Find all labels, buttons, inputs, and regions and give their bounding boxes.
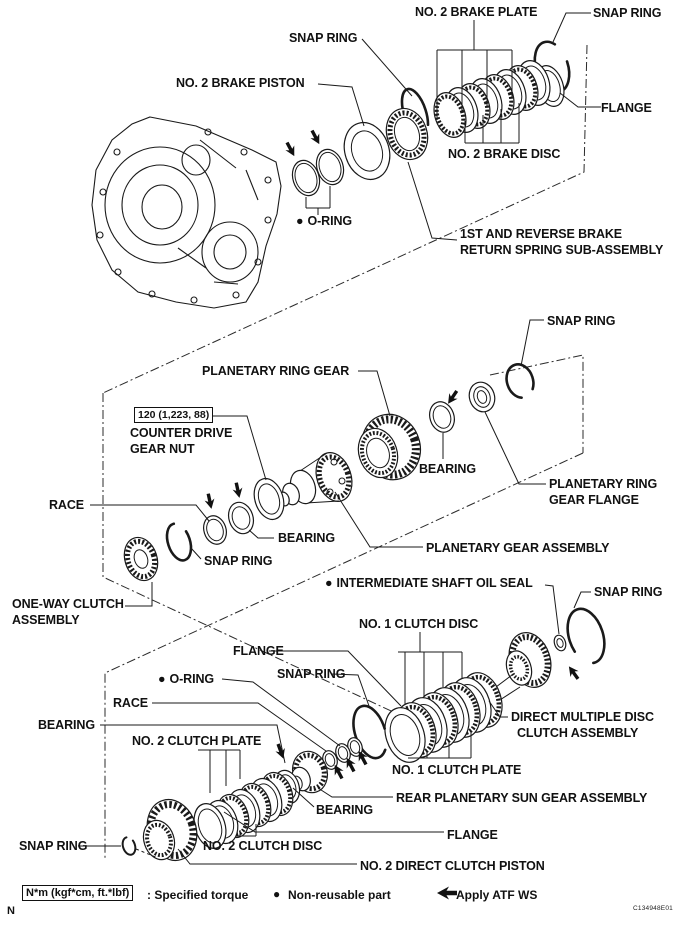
label-bearing-bottom-left: BEARING	[38, 718, 95, 732]
transaxle-case-drawing	[91, 116, 282, 309]
label-counter-drive-line1: COUNTER DRIVE	[130, 426, 233, 440]
label-1st-reverse-brake: 1ST AND REVERSE BRAKE RETURN SPRING SUB-…	[460, 226, 663, 258]
leader-lines	[78, 12, 601, 865]
label-o-ring-top-text: O-RING	[307, 214, 352, 228]
label-planetary-ring-gear: PLANETARY RING GEAR	[202, 364, 350, 378]
label-direct-multiple-disc-clutch: DIRECT MULTIPLE DISC CLUTCH ASSEMBLY	[511, 709, 654, 741]
label-one-way-line1: ONE-WAY CLUTCH	[12, 597, 124, 611]
label-counter-drive-gear-nut: COUNTER DRIVE GEAR NUT	[130, 425, 232, 457]
label-race-mid: RACE	[49, 498, 85, 512]
label-direct-multiple-line1: DIRECT MULTIPLE DISC	[511, 710, 654, 724]
label-prg-flange-line1: PLANETARY RING	[549, 477, 658, 491]
label-bearing-mid: BEARING	[278, 531, 335, 545]
figure-code: C134948E01	[633, 905, 673, 912]
label-o-ring-top: ●O-RING	[296, 213, 352, 229]
label-one-way-line2: ASSEMBLY	[12, 613, 80, 627]
label-snap-ring-bottom-mid: SNAP RING	[277, 667, 346, 681]
label-race-bottom: RACE	[113, 696, 149, 710]
label-bearing-mid-right: BEARING	[419, 462, 476, 476]
label-no2-brake-piston: NO. 2 BRAKE PISTON	[176, 76, 305, 90]
label-no2-clutch-plate: NO. 2 CLUTCH PLATE	[132, 734, 262, 748]
label-intermediate-oil-seal-text: INTERMEDIATE SHAFT OIL SEAL	[336, 576, 533, 590]
label-one-way-clutch-assembly: ONE-WAY CLUTCH ASSEMBLY	[12, 596, 124, 628]
label-no1-clutch-disc: NO. 1 CLUTCH DISC	[359, 617, 479, 631]
label-no2-clutch-disc: NO. 2 CLUTCH DISC	[203, 839, 323, 853]
non-reusable-bullet-icon: ●	[325, 576, 333, 590]
label-intermediate-shaft-oil-seal: ●INTERMEDIATE SHAFT OIL SEAL	[325, 575, 533, 591]
label-rear-planetary-sun-gear: REAR PLANETARY SUN GEAR ASSEMBLY	[396, 791, 648, 805]
planetary-gear-parts	[123, 363, 535, 582]
label-snap-ring-mid: SNAP RING	[204, 554, 273, 568]
legend-apply-atf-ws: Apply ATF WS	[456, 888, 538, 902]
clutch-parts	[121, 607, 606, 862]
label-flange-bottom: FLANGE	[447, 828, 498, 842]
non-reusable-bullet-icon: ●	[273, 887, 281, 901]
torque-spec-box: 120 (1,223, 88)	[134, 407, 214, 423]
legend-non-reusable-part: Non-reusable part	[288, 888, 391, 902]
apply-atf-arrow-icon	[437, 886, 457, 900]
non-reusable-bullet-icon: ●	[296, 214, 304, 228]
label-no1-clutch-plate: NO. 1 CLUTCH PLATE	[392, 763, 522, 777]
label-snap-ring-top-right: SNAP RING	[593, 6, 662, 20]
label-snap-ring-bottom-left: SNAP RING	[19, 839, 88, 853]
label-bearing-bottom-mid: BEARING	[316, 803, 373, 817]
label-planetary-gear-assembly: PLANETARY GEAR ASSEMBLY	[426, 541, 610, 555]
no2-brake-parts	[291, 40, 571, 197]
label-flange-lower-mid: FLANGE	[233, 644, 284, 658]
label-direct-multiple-line2: CLUTCH ASSEMBLY	[517, 726, 639, 740]
label-planetary-ring-gear-flange: PLANETARY RING GEAR FLANGE	[549, 476, 657, 508]
label-counter-drive-line2: GEAR NUT	[130, 442, 195, 456]
label-1st-reverse-line2: RETURN SPRING SUB-ASSEMBLY	[460, 243, 664, 257]
label-snap-ring-mid-right: SNAP RING	[547, 314, 616, 328]
apply-atf-arrows	[204, 129, 580, 900]
label-flange-top: FLANGE	[601, 101, 652, 115]
legend-torque-symbol-box: N*m (kgf*cm, ft.*lbf)	[22, 885, 134, 901]
label-snap-ring-lower-right: SNAP RING	[594, 585, 663, 599]
label-no2-brake-plate: NO. 2 BRAKE PLATE	[415, 5, 538, 19]
legend-specified-torque: : Specified torque	[147, 888, 249, 902]
label-o-ring-bottom: ●O-RING	[158, 671, 214, 687]
label-prg-flange-line2: GEAR FLANGE	[549, 493, 639, 507]
label-no2-brake-disc: NO. 2 BRAKE DISC	[448, 147, 561, 161]
non-reusable-bullet-icon: ●	[158, 672, 166, 686]
section-boundaries	[102, 44, 588, 858]
footer-page-letter: N	[7, 905, 15, 917]
label-no2-direct-clutch-piston: NO. 2 DIRECT CLUTCH PISTON	[360, 859, 545, 873]
label-1st-reverse-line1: 1ST AND REVERSE BRAKE	[460, 227, 623, 241]
label-o-ring-bottom-text: O-RING	[169, 672, 214, 686]
label-snap-ring-top-left: SNAP RING	[289, 31, 358, 45]
